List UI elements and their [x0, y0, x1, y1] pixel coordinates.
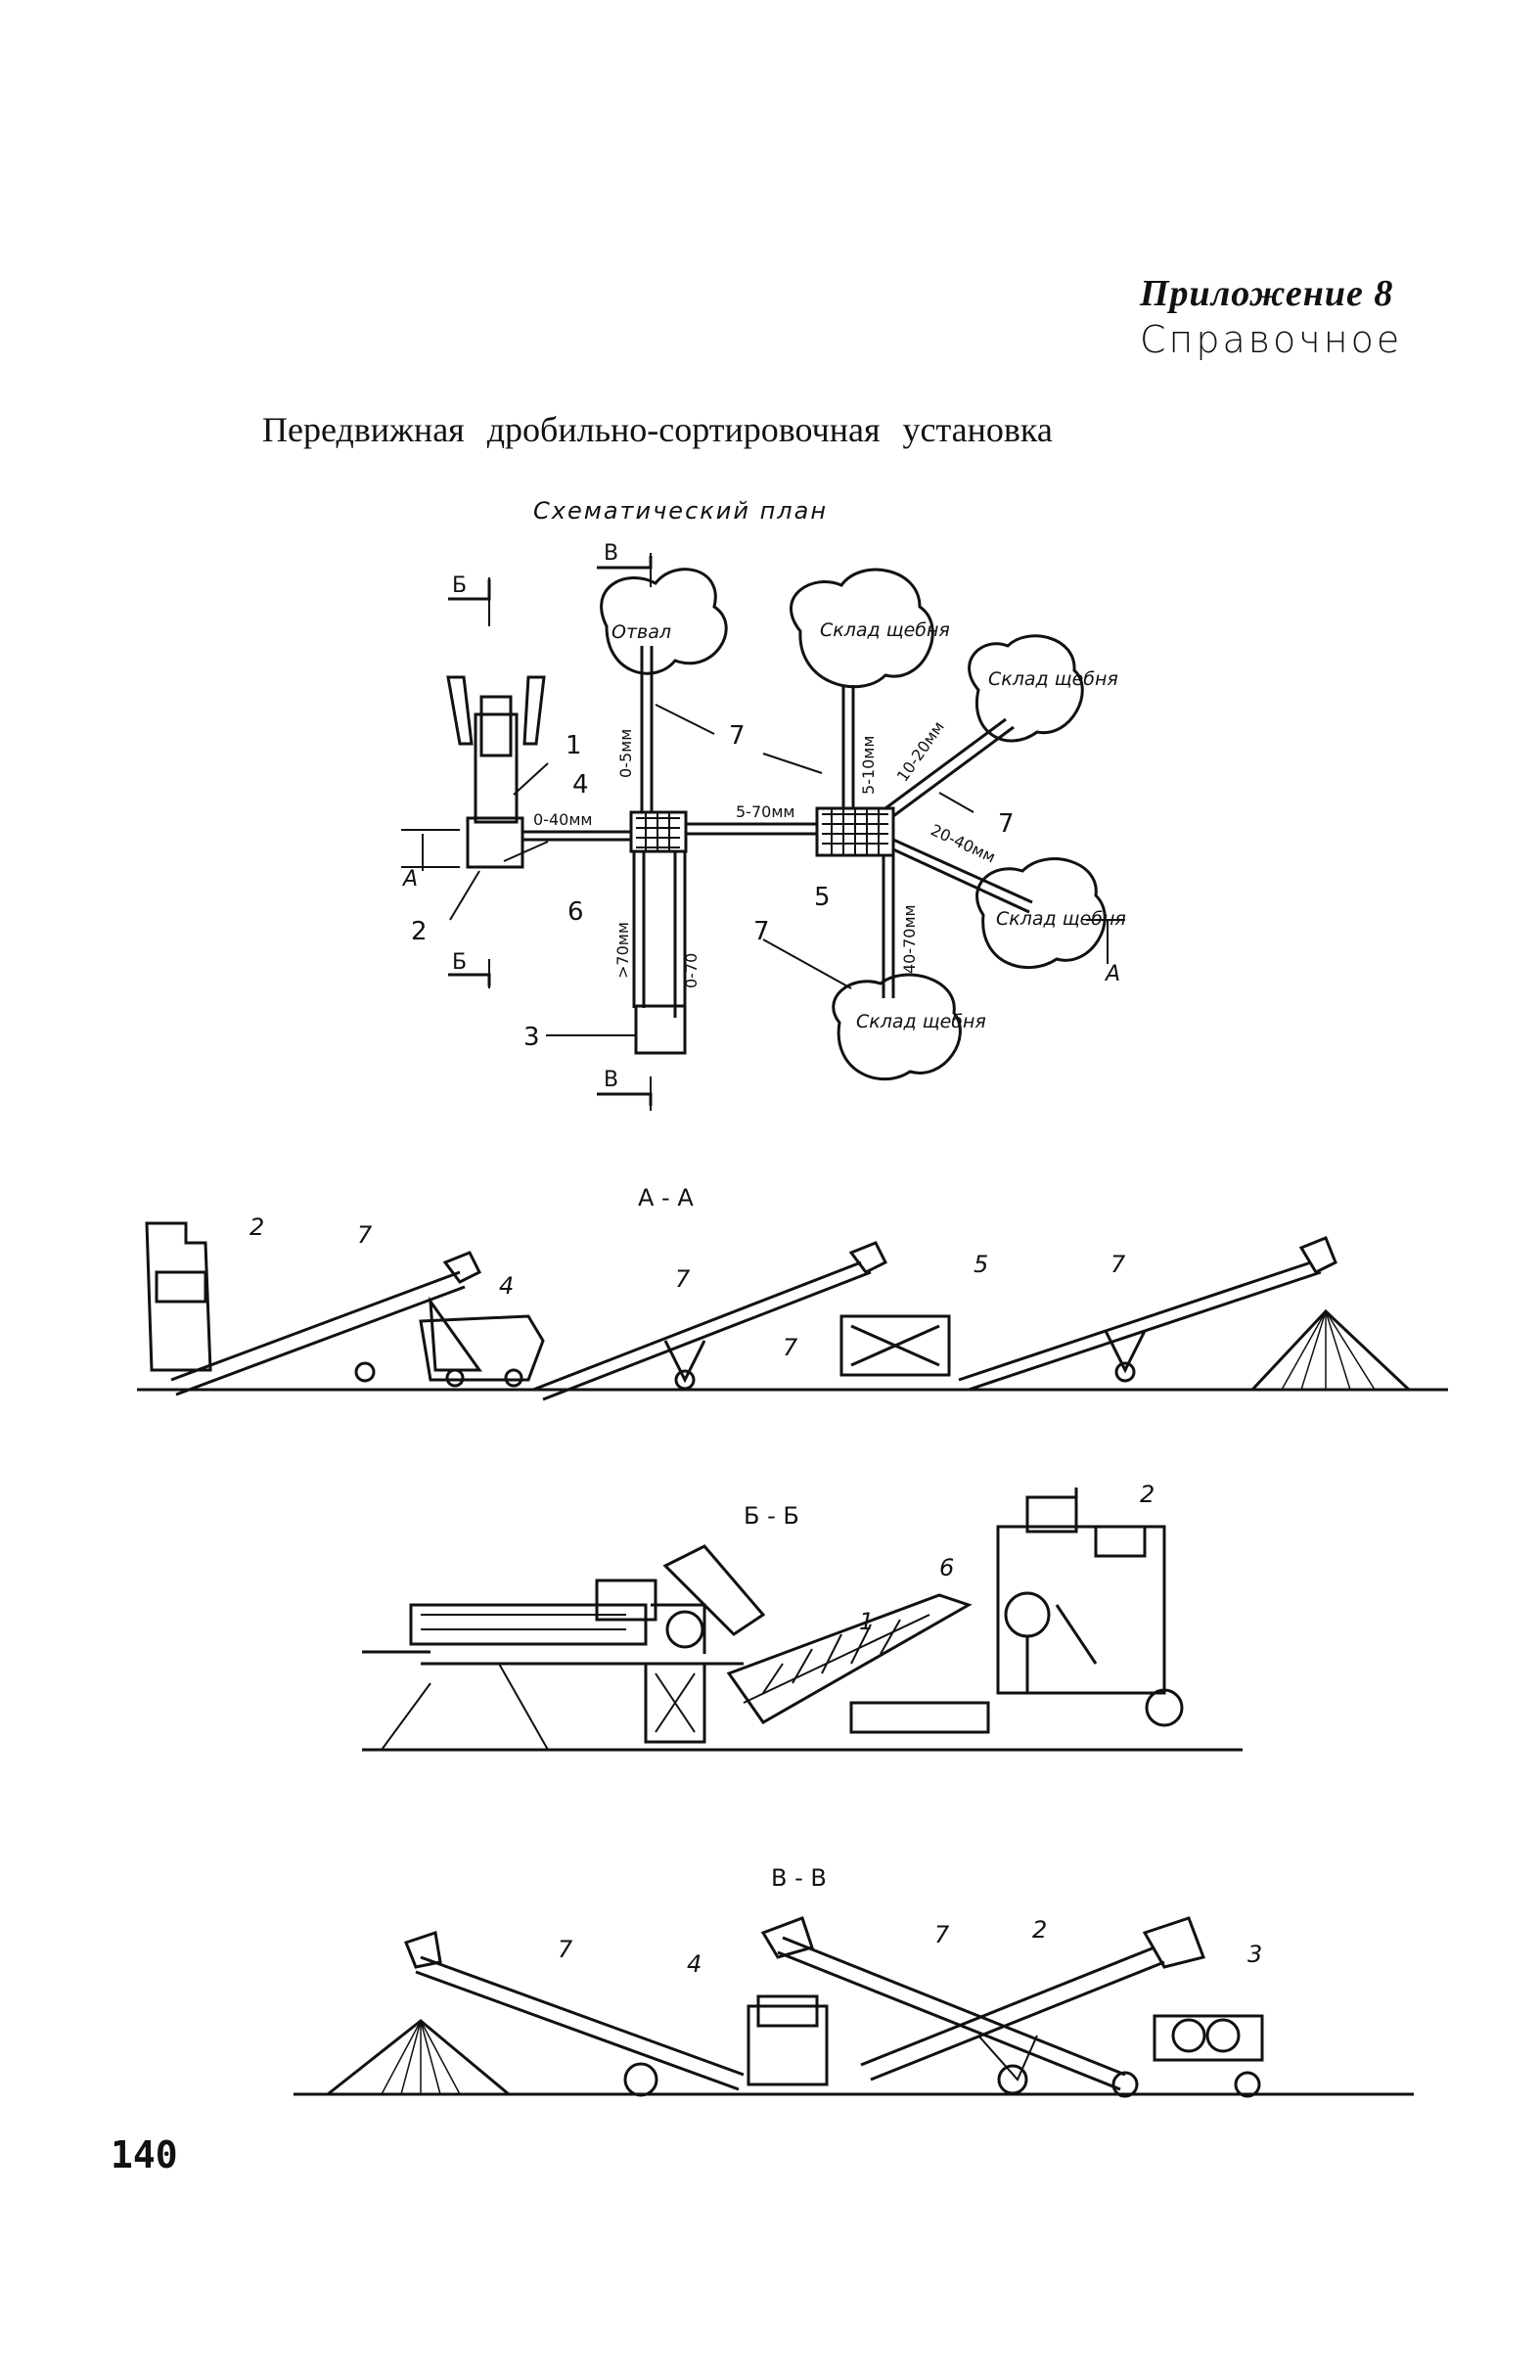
item-7-label-bottom: 7 [753, 917, 770, 946]
section-aa-drawing: 2 7 4 7 5 7 7 [137, 1213, 1448, 1401]
vv-item-2-label: 2 [1032, 1916, 1047, 1944]
appendix-number: Приложение 8 [1140, 273, 1394, 314]
dump-label: Отвал [611, 621, 671, 643]
aa-item-7d-label: 7 [1110, 1251, 1126, 1278]
schematic-plan: Б В Б В А А 1 2 3 4 5 6 7 7 7 Отвал Скла… [401, 541, 1126, 1111]
item-7-label-top: 7 [729, 721, 746, 751]
fraction-0-5: 0-5мм [616, 729, 635, 778]
item-4-label: 4 [572, 770, 589, 800]
bb-item-1-label: 1 [859, 1608, 874, 1635]
fraction-5-70: 5-70мм [736, 802, 794, 821]
aa-item-2-label: 2 [249, 1213, 264, 1241]
stockpile-top-label: Склад щебня [820, 619, 950, 641]
aa-item-7a-label: 7 [357, 1221, 373, 1249]
fraction-0-70: 0-70 [682, 953, 701, 988]
page-title: Передвижная дробильно-сортировочная уста… [262, 410, 1053, 449]
aa-item-7c-label: 7 [783, 1334, 798, 1361]
section-mark-v-top: В [604, 541, 618, 566]
item-3-label: 3 [523, 1023, 540, 1052]
vv-item-4-label: 4 [687, 1950, 702, 1978]
section-mark-b-bottom: Б [452, 950, 467, 975]
section-mark-a-right: А [1104, 962, 1120, 986]
fraction-gt70: >70мм [613, 922, 632, 979]
fraction-5-10: 5-10мм [859, 736, 878, 795]
item-5-label: 5 [814, 883, 831, 912]
section-mark-a-left: А [401, 867, 418, 892]
fraction-40-70: 40-70мм [900, 904, 919, 974]
aa-item-5-label: 5 [974, 1251, 988, 1278]
appendix-type: Справочное [1140, 318, 1403, 361]
aa-item-7b-label: 7 [675, 1265, 691, 1293]
stockpile-right-lower-label: Склад щебня [996, 908, 1126, 930]
bb-item-6-label: 6 [939, 1554, 954, 1581]
section-bb-title: Б - Б [744, 1502, 799, 1530]
section-vv-title: В - В [771, 1864, 827, 1892]
section-aa-title: А - А [638, 1184, 694, 1212]
page-number: 140 [111, 2133, 178, 2176]
item-2-label: 2 [411, 917, 428, 946]
vv-item-3-label: 3 [1247, 1941, 1262, 1968]
bb-item-2-label: 2 [1140, 1481, 1155, 1508]
section-mark-b-top: Б [452, 573, 467, 598]
section-vv-drawing: 7 4 7 2 3 [294, 1916, 1414, 2098]
stockpile-right-upper-label: Склад щебня [988, 668, 1118, 690]
vv-item-7a-label: 7 [558, 1936, 573, 1963]
item-1-label: 1 [566, 731, 582, 760]
plan-title: Схематический план [533, 497, 829, 525]
stockpile-bottom-label: Склад щебня [856, 1011, 986, 1032]
section-bb-drawing: 2 1 6 [362, 1481, 1243, 1752]
section-mark-v-bottom: В [604, 1068, 618, 1092]
aa-item-4-label: 4 [499, 1272, 514, 1300]
fraction-0-40: 0-40мм [533, 810, 592, 829]
item-6-label: 6 [567, 897, 584, 927]
vv-item-7b-label: 7 [934, 1921, 950, 1948]
item-7-label-right: 7 [998, 809, 1015, 839]
